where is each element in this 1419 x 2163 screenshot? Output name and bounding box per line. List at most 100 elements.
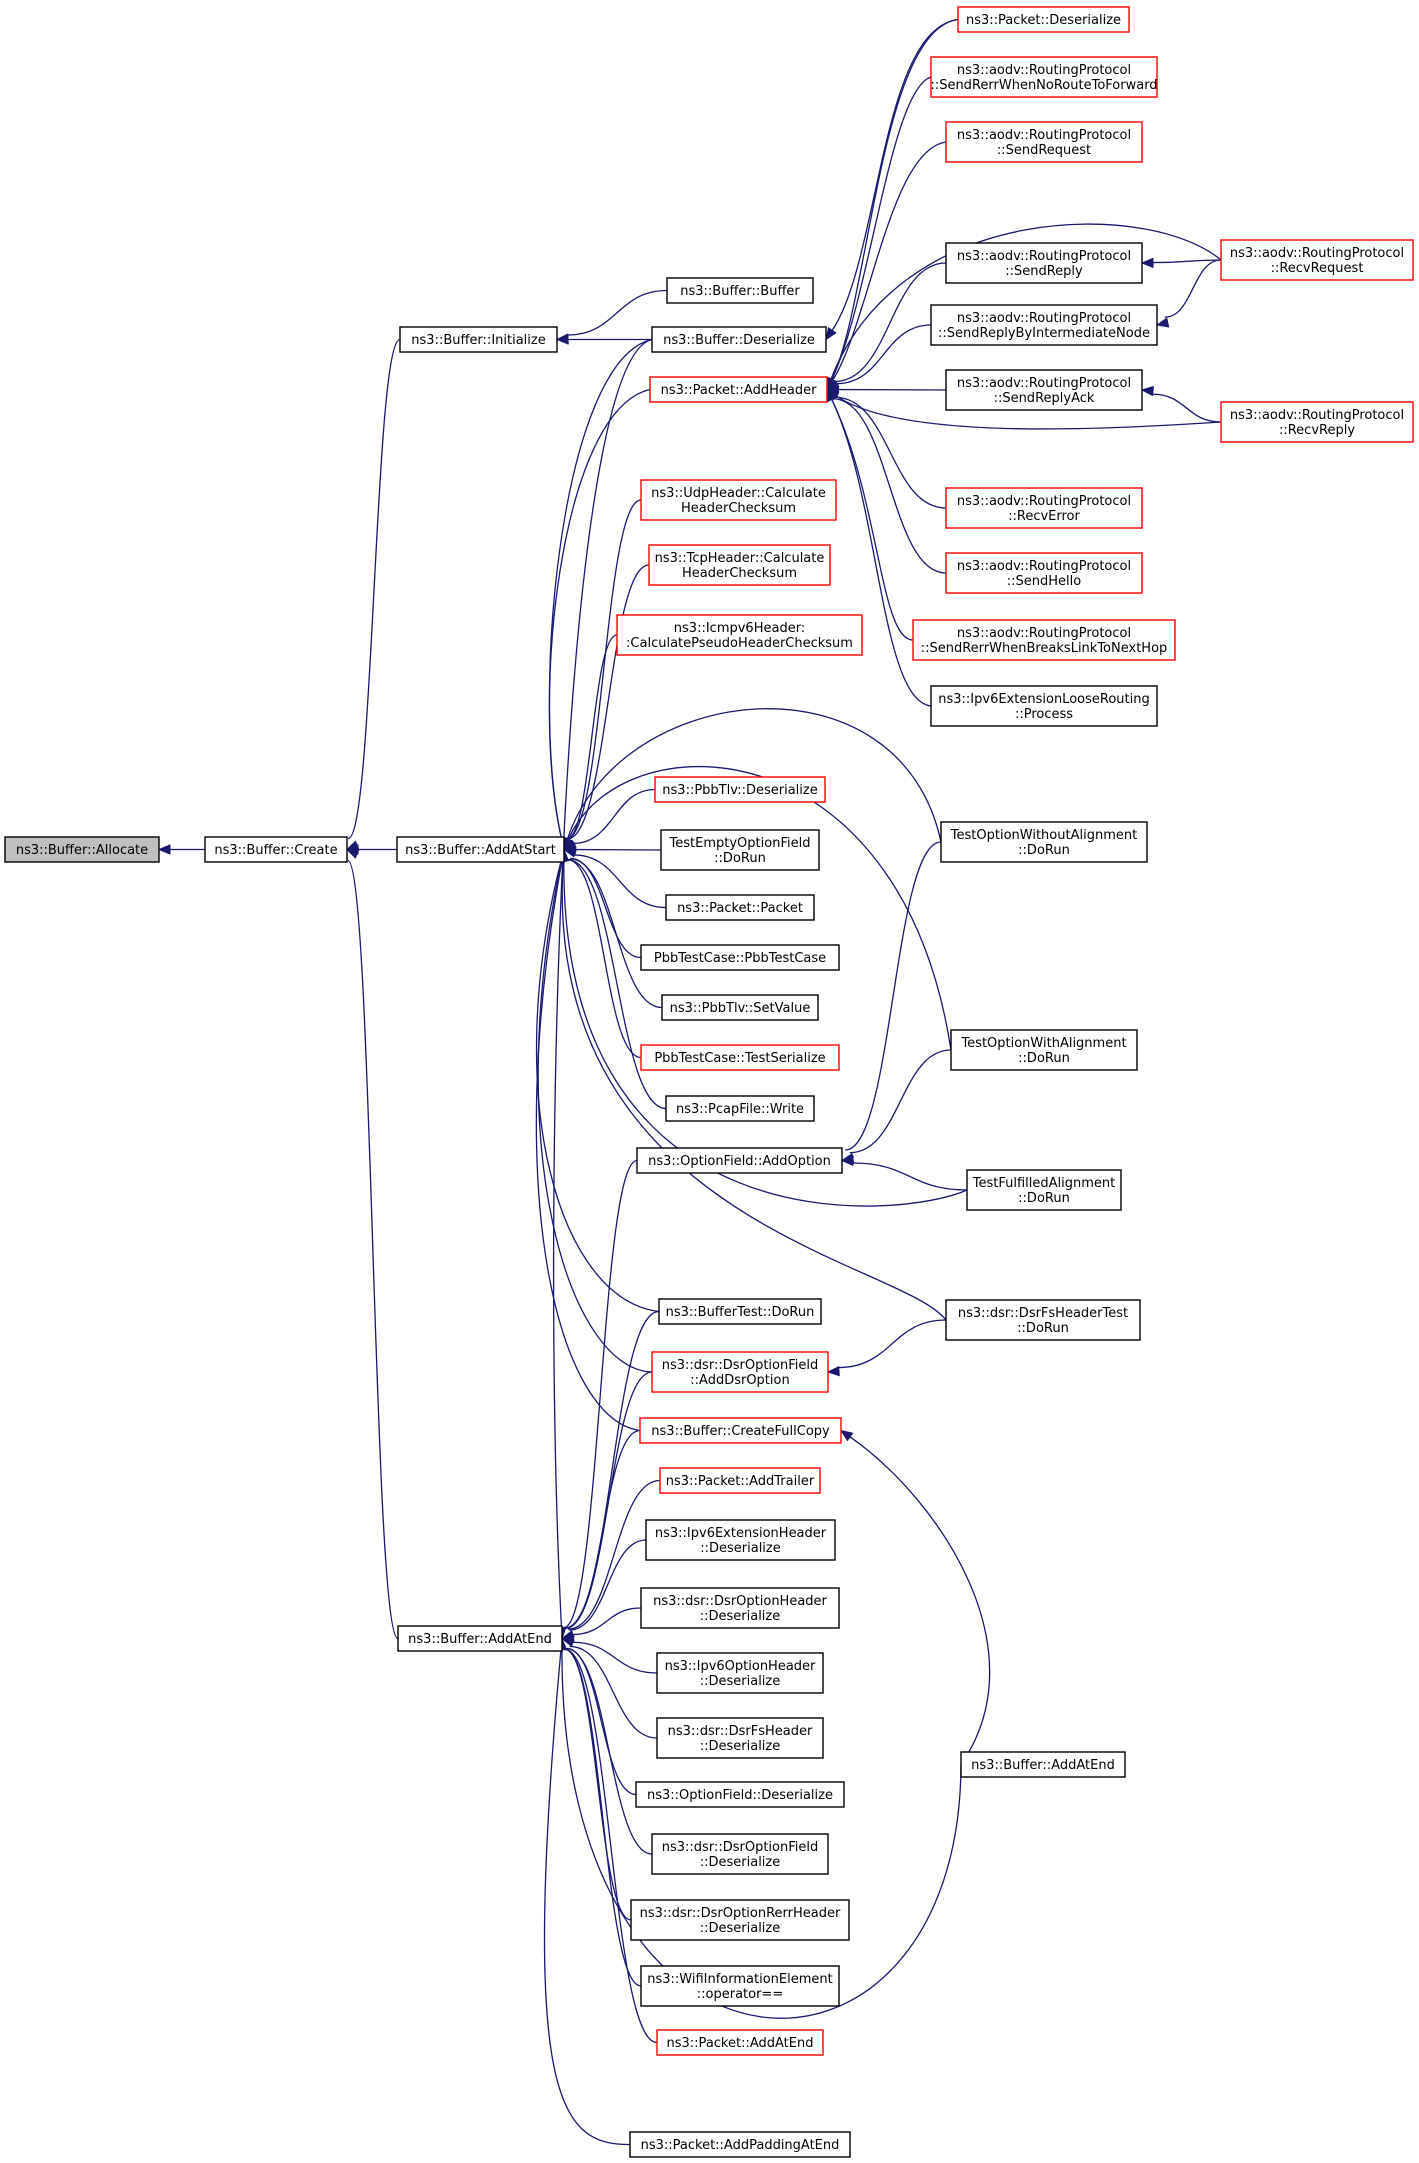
node-box <box>656 1652 824 1694</box>
node-dsrfs_test[interactable]: ns3::dsr::DsrFsHeaderTest::DoRun <box>945 1299 1141 1341</box>
node-aodv_senderr_breaks[interactable]: ns3::aodv::RoutingProtocol::SendRerrWhen… <box>912 619 1176 661</box>
node-aodv_sendreply_inter[interactable]: ns3::aodv::RoutingProtocol::SendReplyByI… <box>930 304 1158 346</box>
node-box <box>640 1965 840 2007</box>
node-label: ::SendHello <box>1007 574 1081 589</box>
node-box <box>651 326 827 353</box>
node-icmp_csum[interactable]: ns3::Icmpv6Header::CalculatePseudoHeader… <box>616 614 863 656</box>
node-pbbtestcase[interactable]: PbbTestCase::PbbTestCase <box>640 944 840 971</box>
node-test_with[interactable]: TestOptionWithAlignment::DoRun <box>950 1029 1138 1071</box>
node-optfield_deser[interactable]: ns3::OptionField::Deserialize <box>635 1781 845 1808</box>
node-label: ::DoRun <box>1018 1051 1070 1066</box>
node-ipv6loose[interactable]: ns3::Ipv6ExtensionLooseRouting::Process <box>930 685 1158 727</box>
node-box <box>945 369 1143 411</box>
node-wifi_op[interactable]: ns3::WifiInformationElement::operator== <box>640 1965 840 2007</box>
edge-opt_addoption-to-test_with <box>840 1049 952 1165</box>
node-pkt_packet[interactable]: ns3::Packet::Packet <box>665 894 815 921</box>
node-dsr_adddsroption[interactable]: ns3::dsr::DsrOptionField::AddDsrOption <box>651 1351 829 1393</box>
node-label: ns3::Buffer::AddAtStart <box>405 843 556 858</box>
node-label: ::Deserialize <box>700 1739 781 1754</box>
node-pbbtlv_deser[interactable]: ns3::PbbTlv::Deserialize <box>654 776 826 803</box>
node-box <box>640 1587 840 1629</box>
node-box <box>636 1147 843 1174</box>
node-box <box>960 1751 1126 1778</box>
node-aodv_sendreplyack[interactable]: ns3::aodv::RoutingProtocol::SendReplyAck <box>945 369 1143 411</box>
edge-aodv_sendreply_inter-to-aodv_recvrequest <box>1155 259 1222 328</box>
node-label: ns3::Packet::Deserialize <box>966 13 1121 28</box>
node-createfullcopy[interactable]: ns3::Buffer::CreateFullCopy <box>639 1417 842 1444</box>
edge-aodv_sendreplyack-to-aodv_recvreply <box>1140 385 1222 423</box>
node-label: ns3::Buffer::Deserialize <box>663 333 815 348</box>
edge-pkt_addheader-to-aodv_recvrequest <box>826 223 1222 391</box>
node-dsrrerr_deser[interactable]: ns3::dsr::DsrOptionRerrHeader::Deseriali… <box>630 1899 850 1941</box>
node-label: ns3::dsr::DsrOptionRerrHeader <box>640 1906 841 1921</box>
edge-addatend-to-ipv6opt_deser <box>560 1634 658 1674</box>
node-label: ns3::Buffer::Initialize <box>411 333 545 348</box>
node-label: ns3::OptionField::AddOption <box>648 1154 831 1169</box>
node-box <box>649 376 828 403</box>
node-aodv_sendhello[interactable]: ns3::aodv::RoutingProtocol::SendHello <box>945 552 1143 594</box>
node-pbbtlv_setvalue[interactable]: ns3::PbbTlv::SetValue <box>661 994 819 1021</box>
node-pbb_testser[interactable]: PbbTestCase::TestSerialize <box>640 1044 840 1071</box>
node-pkt_deser[interactable]: ns3::Packet::Deserialize <box>957 6 1130 33</box>
node-box <box>651 1351 829 1393</box>
node-label: ns3::WifiInformationElement <box>647 1972 833 1987</box>
node-label: ::Deserialize <box>700 1609 781 1624</box>
node-addatstart[interactable]: ns3::Buffer::AddAtStart <box>396 836 565 863</box>
node-dsroptfield_deser[interactable]: ns3::dsr::DsrOptionField::Deserialize <box>651 1833 829 1875</box>
node-initialize[interactable]: ns3::Buffer::Initialize <box>399 326 558 353</box>
node-ipv6opt_deser[interactable]: ns3::Ipv6OptionHeader::Deserialize <box>656 1652 824 1694</box>
node-label: ::SendReplyByIntermediateNode <box>938 326 1150 341</box>
node-buffer_ctor[interactable]: ns3::Buffer::Buffer <box>666 277 814 304</box>
node-buffertest[interactable]: ns3::BufferTest::DoRun <box>658 1298 822 1325</box>
node-label: ns3::Buffer::CreateFullCopy <box>651 1424 830 1439</box>
edge-create-to-initialize <box>345 338 401 851</box>
node-pkt_addtrailer[interactable]: ns3::Packet::AddTrailer <box>659 1467 821 1494</box>
node-aodv_sendrequest[interactable]: ns3::aodv::RoutingProtocol::SendRequest <box>945 121 1143 163</box>
node-box <box>629 2131 851 2158</box>
node-testempty[interactable]: TestEmptyOptionField::DoRun <box>660 829 820 871</box>
node-test_without[interactable]: TestOptionWithoutAlignment::DoRun <box>940 821 1148 863</box>
node-label: ::Deserialize <box>700 1541 781 1556</box>
node-dsropthdr_deser[interactable]: ns3::dsr::DsrOptionHeader::Deserialize <box>640 1587 840 1629</box>
node-pcap_write[interactable]: ns3::PcapFile::Write <box>665 1095 815 1122</box>
node-aodv_recverror[interactable]: ns3::aodv::RoutingProtocol::RecvError <box>945 487 1143 529</box>
node-label: HeaderChecksum <box>681 501 796 516</box>
node-aodv_recvreply[interactable]: ns3::aodv::RoutingProtocol::RecvReply <box>1220 401 1414 443</box>
node-label: ::DoRun <box>1018 843 1070 858</box>
edge-addatstart-to-pcap_write <box>562 846 667 1110</box>
edge-createfullcopy-to-buffer_addatend2 <box>839 1429 991 1765</box>
node-dsrfs_deser[interactable]: ns3::dsr::DsrFsHeader::Deserialize <box>656 1717 824 1759</box>
node-box <box>660 829 820 871</box>
edge-pkt_addheader-to-aodv_sendreplyack <box>825 384 947 395</box>
node-addatend[interactable]: ns3::Buffer::AddAtEnd <box>397 1625 563 1652</box>
node-box <box>204 836 348 863</box>
edge-addatend-to-pkt_addatend <box>560 1635 658 2044</box>
node-pkt_addheader[interactable]: ns3::Packet::AddHeader <box>649 376 828 403</box>
node-aodv_senderr_noroute[interactable]: ns3::aodv::RoutingProtocol::SendRerrWhen… <box>930 56 1158 98</box>
node-box <box>945 121 1143 163</box>
node-opt_addoption[interactable]: ns3::OptionField::AddOption <box>636 1147 843 1174</box>
node-buffer_addatend2[interactable]: ns3::Buffer::AddAtEnd <box>960 1751 1126 1778</box>
node-create[interactable]: ns3::Buffer::Create <box>204 836 348 863</box>
node-label: :CalculatePseudoHeaderChecksum <box>626 636 853 651</box>
node-box <box>912 619 1176 661</box>
node-box <box>665 894 815 921</box>
node-pkt_addatend[interactable]: ns3::Packet::AddAtEnd <box>656 2029 824 2056</box>
node-box <box>640 1044 840 1071</box>
node-label: ns3::aodv::RoutingProtocol <box>957 559 1131 574</box>
node-allocate[interactable]: ns3::Buffer::Allocate <box>4 836 160 863</box>
node-aodv_sendreply[interactable]: ns3::aodv::RoutingProtocol::SendReply <box>945 242 1143 284</box>
node-label: PbbTestCase::PbbTestCase <box>654 951 826 966</box>
node-pkt_addpadding[interactable]: ns3::Packet::AddPaddingAtEnd <box>629 2131 851 2158</box>
node-label: ns3::Ipv6OptionHeader <box>665 1659 816 1674</box>
node-label: PbbTestCase::TestSerialize <box>654 1051 825 1066</box>
node-buffer_deser[interactable]: ns3::Buffer::Deserialize <box>651 326 827 353</box>
node-box <box>1220 401 1414 443</box>
node-ipv6ext_deser[interactable]: ns3::Ipv6ExtensionHeader::Deserialize <box>645 1519 836 1561</box>
edge-initialize-to-buffer_deser <box>555 334 652 345</box>
node-aodv_recvrequest[interactable]: ns3::aodv::RoutingProtocol::RecvRequest <box>1220 239 1414 281</box>
edge-create-to-addatend <box>345 848 399 1640</box>
node-test_fulfilled[interactable]: TestFulfilledAlignment::DoRun <box>966 1169 1122 1211</box>
